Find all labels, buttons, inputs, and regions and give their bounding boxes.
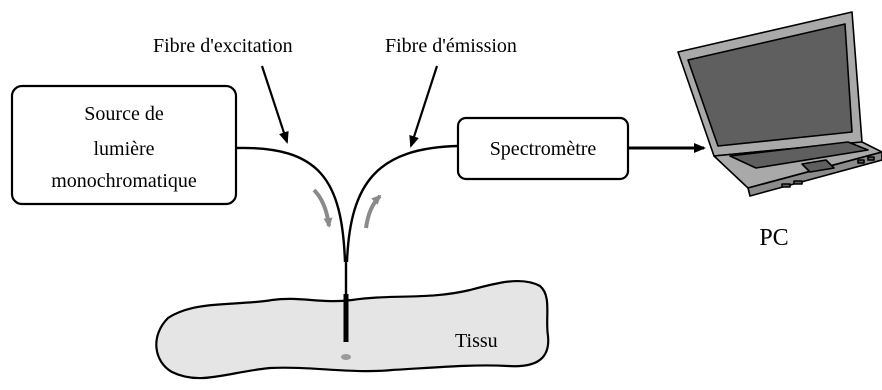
light-source-label-line3: monochromatique — [51, 170, 197, 192]
pc-label: PC — [759, 225, 788, 251]
excitation-fiber-pointer — [262, 66, 287, 142]
light-source-label-line2: lumière — [93, 138, 154, 160]
tissue-label: Tissu — [455, 330, 498, 352]
excitation-fiber-label: Fibre d'excitation — [153, 35, 293, 57]
excitation-spot — [341, 354, 351, 360]
laptop-icon — [678, 12, 882, 196]
emission-fiber — [347, 146, 458, 262]
emission-fiber-pointer — [411, 66, 437, 146]
excitation-fiber — [236, 148, 345, 262]
emission-flow-arrow — [366, 196, 380, 228]
spectrometer-label: Spectromètre — [490, 138, 597, 160]
emission-fiber-label: Fibre d'émission — [385, 35, 517, 57]
excitation-flow-arrow — [314, 190, 329, 226]
probe-tip — [344, 294, 349, 342]
light-source-label-line1: Source de — [84, 103, 164, 125]
